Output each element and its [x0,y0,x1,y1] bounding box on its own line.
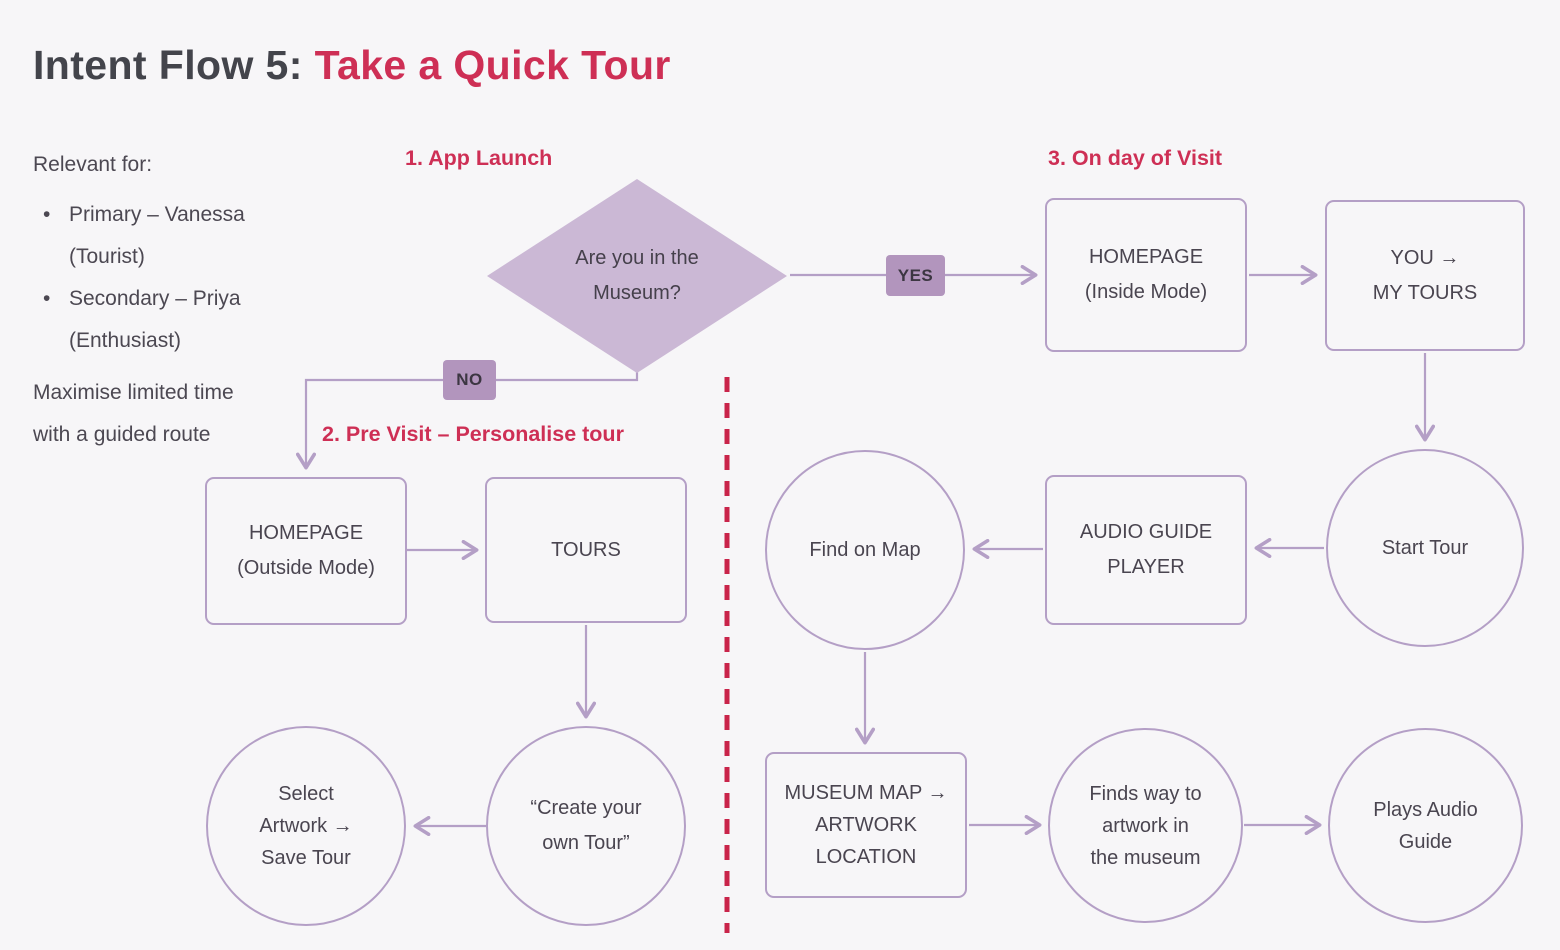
node-start-tour-label: Start Tour [1381,536,1469,559]
node-homepage-outside-mode: HOMEPAGE (Outside Mode) [205,477,407,625]
node-plays-audio-guide: Plays Audio Guide [1328,728,1523,923]
node-create-tour-label: “Create your own Tour” [530,797,642,854]
node-museum-map-artwork-location: MUSEUM MAP → ARTWORK LOCATION [765,752,967,898]
section-label-on-day-of-visit: 3. On day of Visit [1048,146,1223,170]
page-title: Intent Flow 5: Take a Quick Tour [33,42,671,89]
node-find-on-map: Find on Map [765,450,965,650]
section-label-app-launch: 1. App Launch [405,146,553,170]
bullet-icon: • [43,203,51,226]
node-plays-audio-label: Plays Audio Guide [1373,798,1478,853]
persona-secondary-label: Secondary – Priya (Enthusiast) [69,287,241,352]
node-start-tour: Start Tour [1326,449,1524,647]
title-accent: Take a Quick Tour [314,42,671,88]
relevant-for-heading: Relevant for: [33,153,153,176]
yes-branch-badge: YES [886,255,945,296]
bullet-icon: • [43,287,51,310]
goal-note: Maximise limited time with a guided rout… [33,381,234,446]
node-select-artwork-label: Select Artwork → Save Tour [259,783,353,869]
node-tours: TOURS [485,477,687,623]
section-label-pre-visit: 2. Pre Visit – Personalise tour [322,422,624,446]
node-museum-map-label: MUSEUM MAP → ARTWORK LOCATION [784,782,948,868]
node-create-your-own-tour: “Create your own Tour” [486,726,686,926]
persona-primary: • Primary – Vanessa (Tourist) [43,194,333,278]
node-find-on-map-label: Find on Map [809,538,921,561]
persona-secondary: • Secondary – Priya (Enthusiast) [43,278,333,362]
decision-label: Are you in the Museum? [575,247,699,304]
node-audio-guide-player: AUDIO GUIDE PLAYER [1045,475,1247,625]
sidebar-notes: Relevant for: • Primary – Vanessa (Touri… [33,144,333,456]
node-audio-guide-player-label: AUDIO GUIDE PLAYER [1079,521,1213,578]
node-tours-label: TOURS [551,538,621,561]
node-finds-way-label: Finds way to artwork in the museum [1089,782,1202,869]
title-prefix: Intent Flow 5: [33,42,315,88]
node-homepage-outside-label: HOMEPAGE (Outside Mode) [237,522,375,579]
node-homepage-inside-mode: HOMEPAGE (Inside Mode) [1045,198,1247,352]
node-homepage-inside-label: HOMEPAGE (Inside Mode) [1084,246,1208,303]
node-select-artwork-save-tour: Select Artwork → Save Tour [206,726,406,926]
node-you-my-tours: YOU → MY TOURS [1325,200,1525,351]
persona-primary-label: Primary – Vanessa (Tourist) [69,203,245,268]
node-finds-way-to-artwork: Finds way to artwork in the museum [1048,728,1243,923]
no-branch-badge: NO [443,360,496,400]
node-you-my-tours-label: YOU → MY TOURS [1372,246,1478,304]
